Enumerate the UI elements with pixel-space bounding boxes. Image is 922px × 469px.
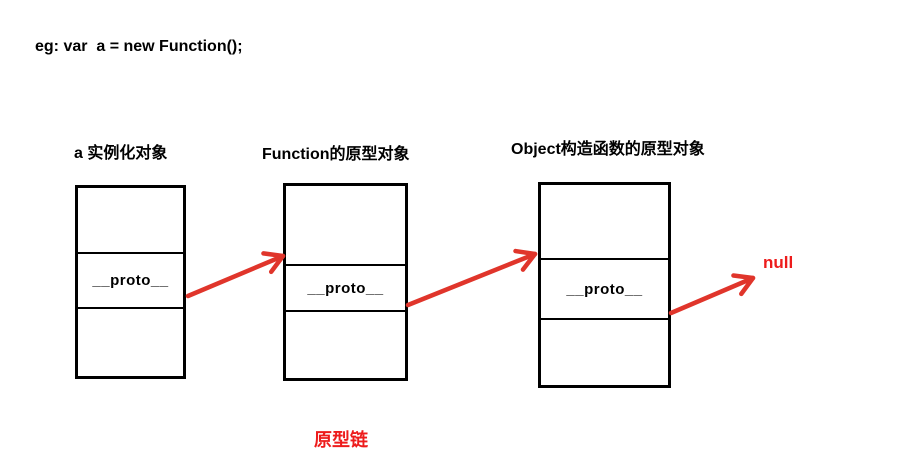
arrow-object-prototype-to-null: [668, 273, 756, 316]
proto-field-label: __proto__: [541, 258, 668, 318]
caption-prototype-chain: 原型链: [314, 430, 368, 450]
box-label-instance-object: a 实例化对象: [74, 145, 168, 162]
arrow-function-prototype-to-object-prototype: [405, 248, 538, 308]
proto-field-label: __proto__: [286, 264, 405, 310]
object-box-instance: __proto__: [75, 185, 186, 379]
proto-field-label: __proto__: [78, 252, 183, 307]
null-label: null: [763, 253, 794, 272]
object-box-function-prototype: __proto__: [283, 183, 408, 381]
box-label-function-prototype: Function的原型对象: [262, 146, 410, 163]
code-example-text: eg: var a = new Function();: [35, 38, 243, 55]
box-label-object-prototype: Object构造函数的原型对象: [511, 141, 705, 158]
box-row-bottom: [286, 310, 405, 378]
box-row-top: [78, 188, 183, 252]
object-box-object-prototype: __proto__: [538, 182, 671, 388]
arrow-instance-to-function-prototype: [185, 251, 286, 299]
box-row-top: [541, 185, 668, 258]
box-row-bottom: [541, 318, 668, 385]
box-row-bottom: [78, 307, 183, 376]
box-row-top: [286, 186, 405, 264]
